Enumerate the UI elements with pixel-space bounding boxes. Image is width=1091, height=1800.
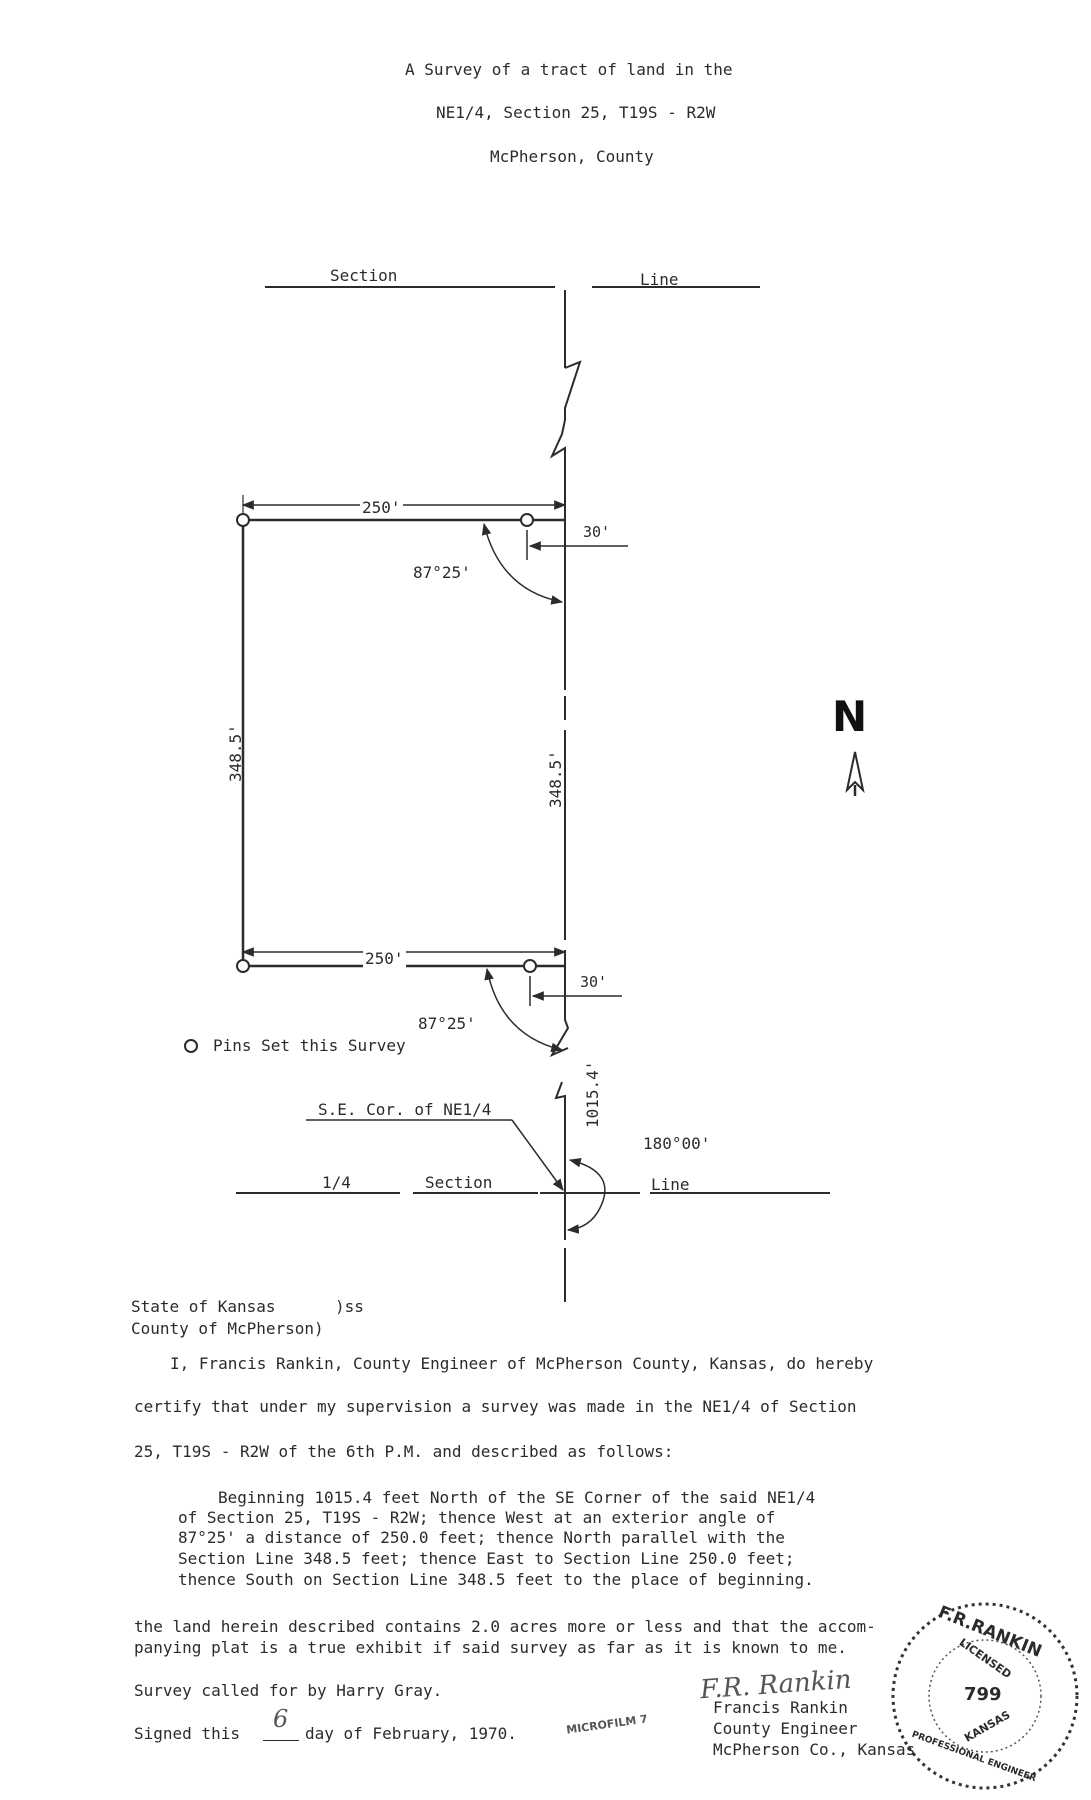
angle-top-label: 87°25' (413, 563, 471, 582)
desc-line-2: of Section 25, T19S - R2W; thence West a… (178, 1508, 776, 1527)
acres-line-1: the land herein described contains 2.0 a… (134, 1617, 876, 1636)
legend-pin-symbol (184, 1039, 198, 1053)
desc-line-1: Beginning 1015.4 feet North of the SE Co… (218, 1488, 816, 1507)
signature-title: County Engineer (713, 1719, 858, 1738)
angle-bottom-label: 87°25' (418, 1014, 476, 1033)
venue-county: County of McPherson) (131, 1319, 324, 1338)
dim-right-height-label: 348.5' (546, 750, 565, 808)
quarter-line-label-c: Line (651, 1175, 690, 1194)
break-top2 (549, 419, 566, 459)
pin-nw (236, 513, 250, 527)
angle-arc-top (481, 522, 564, 605)
top-line-section-label: Section (330, 266, 398, 285)
top-line-line-label: Line (640, 270, 679, 289)
dim-top-width-label: 250' (360, 498, 403, 517)
engineer-seal (891, 1602, 1079, 1790)
break-top (564, 360, 582, 420)
signature-org: McPherson Co., Kansas (713, 1740, 916, 1759)
seal-number: 799 (964, 1684, 1002, 1705)
venue-ss: )ss (335, 1297, 364, 1316)
survey-title-line2: NE1/4, Section 25, T19S - R2W (436, 103, 716, 122)
signed-day-blank (263, 1712, 299, 1741)
dim-left-height-label: 348.5' (226, 724, 245, 782)
acres-line-2: panying plat is a true exhibit if said s… (134, 1638, 847, 1657)
north-arrow (845, 751, 865, 794)
angle-corner-label: 180°00' (643, 1134, 711, 1153)
signed-day: 6 (273, 1705, 289, 1733)
north-label: N (832, 692, 868, 741)
quarter-line-label-b: Section (425, 1173, 493, 1192)
survey-title-line1: A Survey of a tract of land in the (405, 60, 733, 79)
cert-line-3: 25, T19S - R2W of the 6th P.M. and descr… (134, 1442, 674, 1461)
survey-title-line3: McPherson, County (490, 147, 654, 166)
dim-south-label: 1015.4' (583, 1060, 602, 1128)
angle-arc-corner (566, 1157, 606, 1234)
quarter-line-label-a: 1/4 (322, 1173, 351, 1192)
cert-line-2: certify that under my supervision a surv… (134, 1397, 857, 1416)
dim-bottom-width-label: 250' (363, 949, 406, 968)
desc-line-3: 87°25' a distance of 250.0 feet; thence … (178, 1528, 785, 1547)
venue-state: State of Kansas (131, 1297, 276, 1316)
break-bottom2 (554, 1081, 566, 1240)
desc-line-5: thence South on Section Line 348.5 feet … (178, 1570, 814, 1589)
called-for-line: Survey called for by Harry Gray. (134, 1681, 443, 1700)
angle-arc-bottom (484, 967, 564, 1053)
pin-ne (520, 513, 534, 527)
signed-suffix: day of February, 1970. (305, 1724, 517, 1743)
cert-line-1: I, Francis Rankin, County Engineer of Mc… (170, 1354, 874, 1373)
signed-prefix: Signed this (134, 1724, 240, 1743)
legend-label: Pins Set this Survey (213, 1036, 406, 1055)
corner-leader-d (511, 1119, 564, 1191)
pin-sw (236, 959, 250, 973)
desc-line-4: Section Line 348.5 feet; thence East to … (178, 1549, 795, 1568)
dim-top-offset-label: 30' (583, 523, 611, 541)
dim-bottom-offset-label: 30' (580, 973, 608, 991)
signature-name: Francis Rankin (713, 1698, 848, 1717)
corner-label: S.E. Cor. of NE1/4 (318, 1100, 492, 1119)
pin-se (523, 959, 537, 973)
